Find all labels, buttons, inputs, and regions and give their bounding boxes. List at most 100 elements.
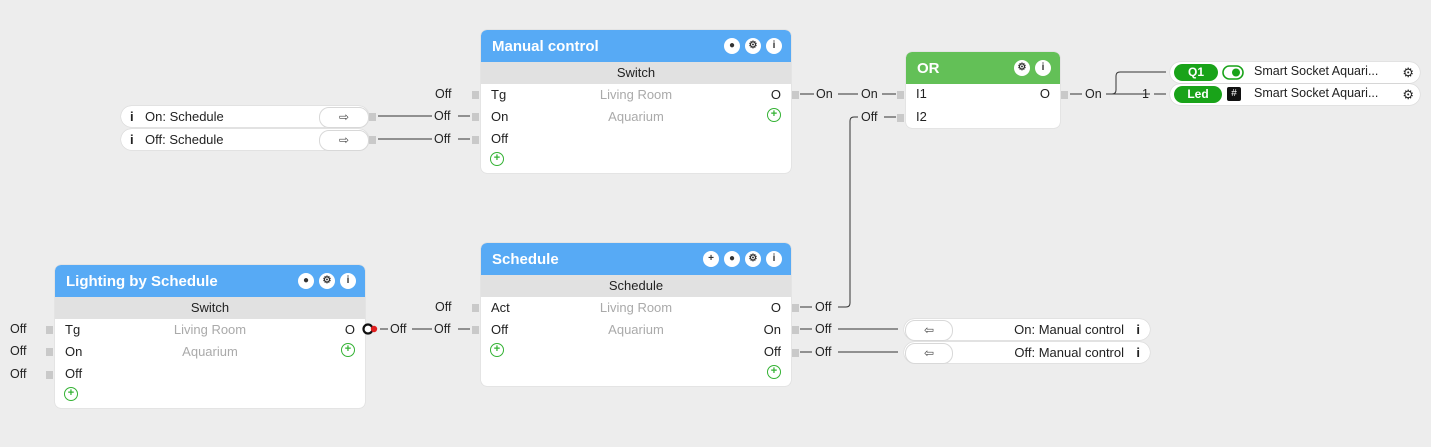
output-connector[interactable] [792, 304, 799, 312]
add-output-icon[interactable]: + [341, 343, 355, 357]
value-label: Off [10, 367, 27, 381]
info-icon[interactable]: i [130, 132, 134, 147]
output-q1[interactable]: Q1 Smart Socket Aquari... ⚙ [1170, 62, 1420, 83]
output-ring-icon[interactable] [361, 322, 381, 336]
output-name: Smart Socket Aquari... [1254, 64, 1379, 78]
reference-on-schedule[interactable]: i On: Schedule ⇨ [121, 106, 369, 128]
value-label: Off [815, 345, 832, 359]
block-header[interactable]: Manual control ● ⚙ i [481, 30, 791, 62]
link-icon[interactable]: ⇨ [319, 107, 369, 128]
info-icon[interactable]: i [766, 38, 782, 54]
input-connector[interactable] [472, 113, 479, 121]
reference-label: On: Schedule [145, 109, 224, 124]
room-label: Living Room [173, 322, 247, 337]
input-i2[interactable]: I2 [916, 109, 927, 124]
add-output-icon[interactable]: + [767, 108, 781, 122]
link-icon[interactable]: ⇦ [905, 320, 953, 341]
output-led[interactable]: Led # Smart Socket Aquari... ⚙ [1170, 84, 1420, 105]
input-connector[interactable] [472, 136, 479, 144]
output-off[interactable]: Off [763, 344, 781, 359]
value-label: Off [390, 322, 407, 336]
output-on[interactable]: On [763, 322, 781, 337]
reference-label: On: Manual control [1014, 322, 1124, 337]
gear-icon[interactable]: ⚙ [745, 38, 761, 54]
input-connector[interactable] [46, 326, 53, 334]
output-connector[interactable] [369, 113, 376, 121]
block-header[interactable]: Schedule + ● ⚙ i [481, 243, 791, 275]
input-connector[interactable] [897, 114, 904, 122]
input-connector[interactable] [46, 348, 53, 356]
add-input-icon[interactable]: + [64, 387, 78, 401]
hash-icon[interactable]: # [1227, 87, 1241, 101]
gear-icon[interactable]: ⚙ [1402, 65, 1414, 80]
input-tg[interactable]: Tg [491, 87, 507, 102]
block-type: Schedule [481, 275, 791, 297]
category-label: Aquarium [608, 109, 664, 124]
reference-off-schedule[interactable]: i Off: Schedule ⇨ [121, 129, 369, 151]
add-icon[interactable]: + [703, 251, 719, 267]
schedule-block[interactable]: Schedule + ● ⚙ i Schedule Act Living Room… [481, 243, 791, 386]
add-output-icon[interactable]: + [767, 365, 781, 379]
value-label: Off [435, 300, 452, 314]
info-icon[interactable]: i [1136, 322, 1140, 337]
value-label: Off [861, 110, 878, 124]
input-connector[interactable] [472, 91, 479, 99]
input-on[interactable]: On [65, 344, 83, 359]
gear-icon[interactable]: ⚙ [319, 273, 335, 289]
link-icon[interactable]: ⇦ [905, 343, 953, 364]
value-label: Off [434, 109, 451, 123]
output-o[interactable]: O [344, 322, 355, 337]
info-icon[interactable]: i [130, 109, 134, 124]
input-act[interactable]: Act [491, 300, 510, 315]
input-connector[interactable] [897, 91, 904, 99]
input-on[interactable]: On [491, 109, 509, 124]
link-icon[interactable]: ⇨ [319, 130, 369, 151]
output-o[interactable]: O [770, 87, 781, 102]
input-off[interactable]: Off [491, 131, 509, 146]
add-input-icon[interactable]: + [490, 343, 504, 357]
toggle-icon[interactable] [1222, 65, 1244, 80]
input-connector[interactable] [472, 326, 479, 334]
room-label: Living Room [599, 300, 673, 315]
value-label: Off [815, 300, 832, 314]
input-connector[interactable] [472, 304, 479, 312]
output-connector[interactable] [792, 91, 799, 99]
category-label: Aquarium [182, 344, 238, 359]
comment-icon[interactable]: ● [298, 273, 314, 289]
comment-icon[interactable]: ● [724, 38, 740, 54]
input-tg[interactable]: Tg [65, 322, 81, 337]
info-icon[interactable]: i [340, 273, 356, 289]
output-o[interactable]: O [1039, 86, 1050, 101]
comment-icon[interactable]: ● [724, 251, 740, 267]
value-label: On [1085, 87, 1102, 101]
input-off[interactable]: Off [491, 322, 509, 337]
info-icon[interactable]: i [1035, 60, 1051, 76]
block-type: Switch [481, 62, 791, 84]
value-label: On [861, 87, 878, 101]
block-header[interactable]: Lighting by Schedule ● ⚙ i [55, 265, 365, 297]
info-icon[interactable]: i [766, 251, 782, 267]
value-label: Off [434, 322, 451, 336]
info-icon[interactable]: i [1136, 345, 1140, 360]
or-block[interactable]: OR ⚙ i I1 O I2 [906, 52, 1060, 128]
value-label: Off [815, 322, 832, 336]
gear-icon[interactable]: ⚙ [745, 251, 761, 267]
reference-off-manual-control[interactable]: ⇦ Off: Manual control i [904, 342, 1150, 364]
add-input-icon[interactable]: + [490, 152, 504, 166]
output-connector[interactable] [792, 326, 799, 334]
input-connector[interactable] [46, 371, 53, 379]
block-header[interactable]: OR ⚙ i [906, 52, 1060, 84]
output-o[interactable]: O [770, 300, 781, 315]
value-label: 1 [1142, 87, 1149, 101]
value-label: Off [434, 132, 451, 146]
output-connector[interactable] [792, 349, 799, 357]
output-connector[interactable] [1061, 91, 1068, 99]
gear-icon[interactable]: ⚙ [1014, 60, 1030, 76]
input-off[interactable]: Off [65, 366, 83, 381]
input-i1[interactable]: I1 [916, 86, 927, 101]
reference-on-manual-control[interactable]: ⇦ On: Manual control i [904, 319, 1150, 341]
output-connector[interactable] [369, 136, 376, 144]
gear-icon[interactable]: ⚙ [1402, 87, 1414, 102]
